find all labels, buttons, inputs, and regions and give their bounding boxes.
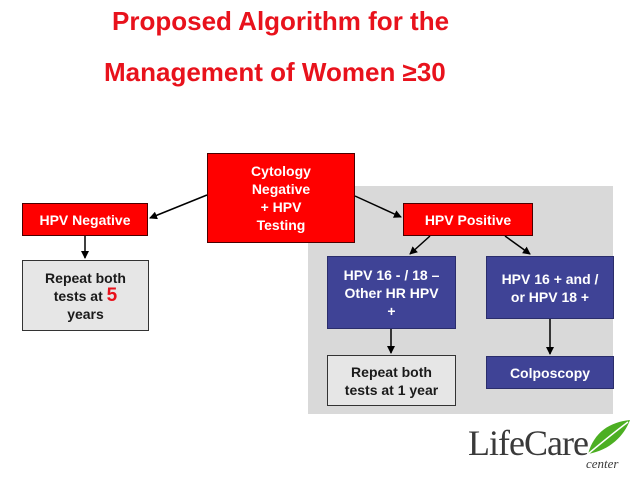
hpv16-pos-box: HPV 16 + and / or HPV 18 + xyxy=(486,256,614,319)
arrow-positive-to-hpv16neg xyxy=(409,235,431,255)
hpv16-neg-box: HPV 16 - / 18 – Other HR HPV + xyxy=(327,256,456,329)
logo-name: LifeCare xyxy=(468,423,589,463)
hpv-positive-label: HPV Positive xyxy=(424,211,512,228)
cytology-negative-box: Cytology Negative + HPV Testing xyxy=(207,153,355,243)
arrow-positive-to-hpv16pos xyxy=(504,235,531,255)
repeat-5-number: 5 xyxy=(106,284,118,306)
title-line-2: Management of Women ≥30 xyxy=(104,57,446,87)
colposcopy-box: Colposcopy xyxy=(486,356,614,389)
hpv-negative-label: HPV Negative xyxy=(39,211,131,228)
repeat-5-years-box: Repeat both tests at 5 years xyxy=(22,260,149,331)
repeat-1-year-box: Repeat both tests at 1 year xyxy=(327,355,456,406)
hpv16-pos-label: HPV 16 + and / or HPV 18 + xyxy=(501,270,599,305)
leaf-icon xyxy=(587,420,630,455)
hpv-positive-box: HPV Positive xyxy=(403,203,533,236)
colposcopy-label: Colposcopy xyxy=(509,364,591,381)
hpv-negative-box: HPV Negative xyxy=(22,203,148,236)
arrow-cytology-to-negative xyxy=(149,194,208,220)
cytology-negative-label: Cytology Negative + HPV Testing xyxy=(251,163,311,233)
title-line-1: Proposed Algorithm for the xyxy=(112,6,450,36)
arrow-cytology-to-positive xyxy=(354,195,402,218)
repeat-5-text: Repeat both tests at xyxy=(45,269,126,304)
repeat-5-years: years xyxy=(67,305,104,322)
logo-sub: center xyxy=(586,456,619,471)
lifecare-logo: LifeCare center xyxy=(468,418,632,474)
repeat-1-year-label: Repeat both tests at 1 year xyxy=(344,363,439,398)
hpv16-neg-label: HPV 16 - / 18 – Other HR HPV + xyxy=(343,266,440,319)
